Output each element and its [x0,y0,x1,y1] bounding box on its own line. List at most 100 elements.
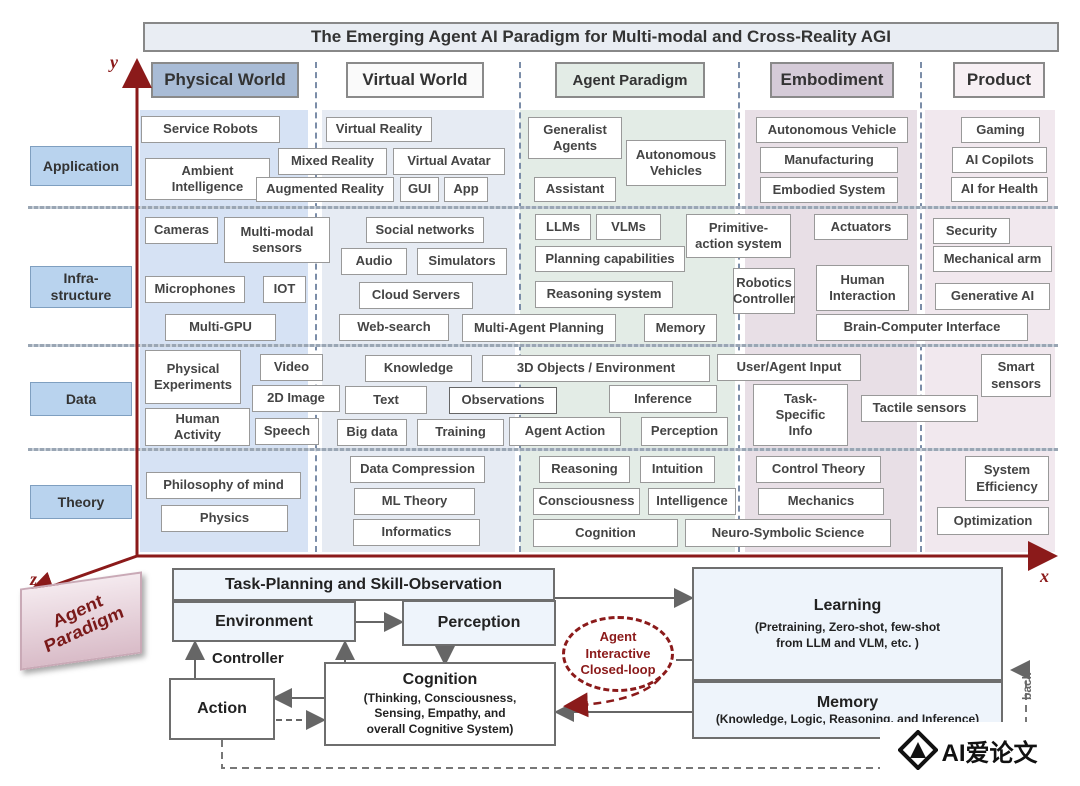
controller-label: Controller [212,650,284,667]
cell-app: App [444,177,488,202]
cell-ai-copilots: AI Copilots [952,147,1047,173]
header-label: Physical World [164,70,286,89]
cell-reasoning-system: Reasoning system [535,281,673,308]
col-divider [920,62,922,552]
perception-label: Perception [437,614,521,631]
cell-planning-capabilities: Planning capabilities [535,246,685,272]
cell-cameras: Cameras [145,217,218,244]
closed-loop-ellipse: Agent Interactive Closed-loop [562,616,674,692]
cell-text: Physical Experiments [153,360,233,392]
row-divider [28,448,1058,451]
row-label-infrastructure: Infra- structure [30,266,132,308]
watermark-logo-icon [897,730,938,770]
cell-2d-image: 2D Image [252,385,340,412]
cell-text: Autonomous Vehicles [635,146,717,178]
cell-video: Video [260,354,323,381]
cell-manufacturing: Manufacturing [760,147,898,173]
diagram-title: The Emerging Agent AI Paradigm for Multi… [311,27,891,46]
cell-philosophy-of-mind: Philosophy of mind [146,472,301,499]
cell-memory: Memory [644,314,717,342]
cell-consciousness: Consciousness [533,488,640,515]
closed-loop-label: Agent Interactive Closed-loop [580,628,656,678]
cell-virtual-reality: Virtual Reality [326,117,432,142]
cell-physical-experiments: Physical Experiments [145,350,241,404]
learning-box: Learning (Pretraining, Zero-shot, few-sh… [692,567,1003,681]
cell-task-specific-info: Task- Specific Info [753,384,848,446]
cell-text: Smart sensors [991,359,1041,391]
header-label: Agent Paradigm [572,71,688,89]
task-planning-box: Task-Planning and Skill-Observation [172,568,555,601]
cell-multi-gpu: Multi-GPU [165,314,276,341]
cell-ml-theory: ML Theory [354,488,475,515]
cell-security: Security [933,218,1010,244]
cell-optimization: Optimization [937,507,1049,535]
y-axis-label: y [110,52,118,72]
cell-big-data: Big data [337,419,407,446]
cell-training: Training [417,419,504,446]
row-label-application: Application [30,146,132,186]
cell-system-efficiency: System Efficiency [965,456,1049,501]
row-label-theory: Theory [30,485,132,519]
cell-text: Task- Specific Info [775,390,826,439]
cell-microphones: Microphones [145,276,245,303]
cell-generative-ai: Generative AI [935,283,1050,310]
cell-perception-data: Perception [641,417,728,446]
cell-llms: LLMs [535,214,591,240]
cell-gui: GUI [400,177,439,202]
learning-title: Learning [813,596,882,614]
cell-assistant: Assistant [534,177,616,202]
cell-simulators: Simulators [417,248,507,275]
action-label: Action [197,700,247,717]
cell-informatics: Informatics [353,519,480,546]
action-box: Action [169,678,275,740]
cell-knowledge: Knowledge [365,355,472,382]
memory-title: Memory [816,694,879,711]
cell-vlms: VLMs [596,214,661,240]
cell-augmented-reality: Augmented Reality [256,177,394,202]
cell-iot: IOT [263,276,306,303]
header-embodiment: Embodiment [770,62,894,98]
watermark-text: AI爱论文 [941,739,1038,767]
environment-label: Environment [215,612,313,630]
cell-cloud-servers: Cloud Servers [359,282,473,309]
cell-multimodal-sensors: Multi-modal sensors [224,217,330,263]
cell-multi-agent-planning: Multi-Agent Planning [462,314,616,342]
cell-data-compression: Data Compression [350,456,485,483]
closed-loop-arrow [563,677,661,718]
col-divider [519,62,521,552]
cell-web-search: Web-search [339,314,449,341]
cell-ambient-intelligence: Ambient Intelligence [145,158,270,200]
cognition-title: Cognition [402,670,478,688]
cell-text: Human Interaction [829,271,896,303]
cell-brain-computer-interface: Brain-Computer Interface [816,314,1028,341]
cell-tactile-sensors: Tactile sensors [861,395,978,422]
cell-audio: Audio [341,248,407,275]
row-label-text: Infra- structure [50,270,112,303]
task-planning-label: Task-Planning and Skill-Observation [224,575,503,593]
cell-embodied-system: Embodied System [760,177,898,203]
cell-cognition-theory: Cognition [533,519,678,547]
cell-primitive-action-system: Primitive- action system [686,214,791,258]
header-label: Virtual World [362,70,468,89]
watermark: AI爱论文 [880,722,1055,778]
cognition-box: Cognition (Thinking, Consciousness, Sens… [324,662,556,746]
cell-intelligence: Intelligence [648,488,736,515]
cell-ai-for-health: AI for Health [951,177,1048,202]
header-agent-paradigm: Agent Paradigm [555,62,705,98]
header-physical-world: Physical World [151,62,299,98]
cell-text: Human Activity [174,410,221,442]
cell-intuition: Intuition [640,456,715,483]
cell-autonomous-vehicle: Autonomous Vehicle [756,117,908,143]
cell-actuators: Actuators [814,214,908,240]
cell-service-robots: Service Robots [141,116,280,143]
cell-neuro-symbolic-science: Neuro-Symbolic Science [685,519,891,547]
cell-reasoning-theory: Reasoning [539,456,630,483]
cell-speech: Speech [255,418,319,445]
cell-virtual-avatar: Virtual Avatar [393,148,505,175]
cell-robotics-controller: Robotics Controller [733,268,795,314]
cell-mechanics: Mechanics [758,488,884,515]
cell-inference: Inference [609,385,717,413]
row-divider [28,344,1058,347]
cell-mechanical-arm: Mechanical arm [933,246,1052,272]
cell-text: Generalist Agents [543,121,607,153]
